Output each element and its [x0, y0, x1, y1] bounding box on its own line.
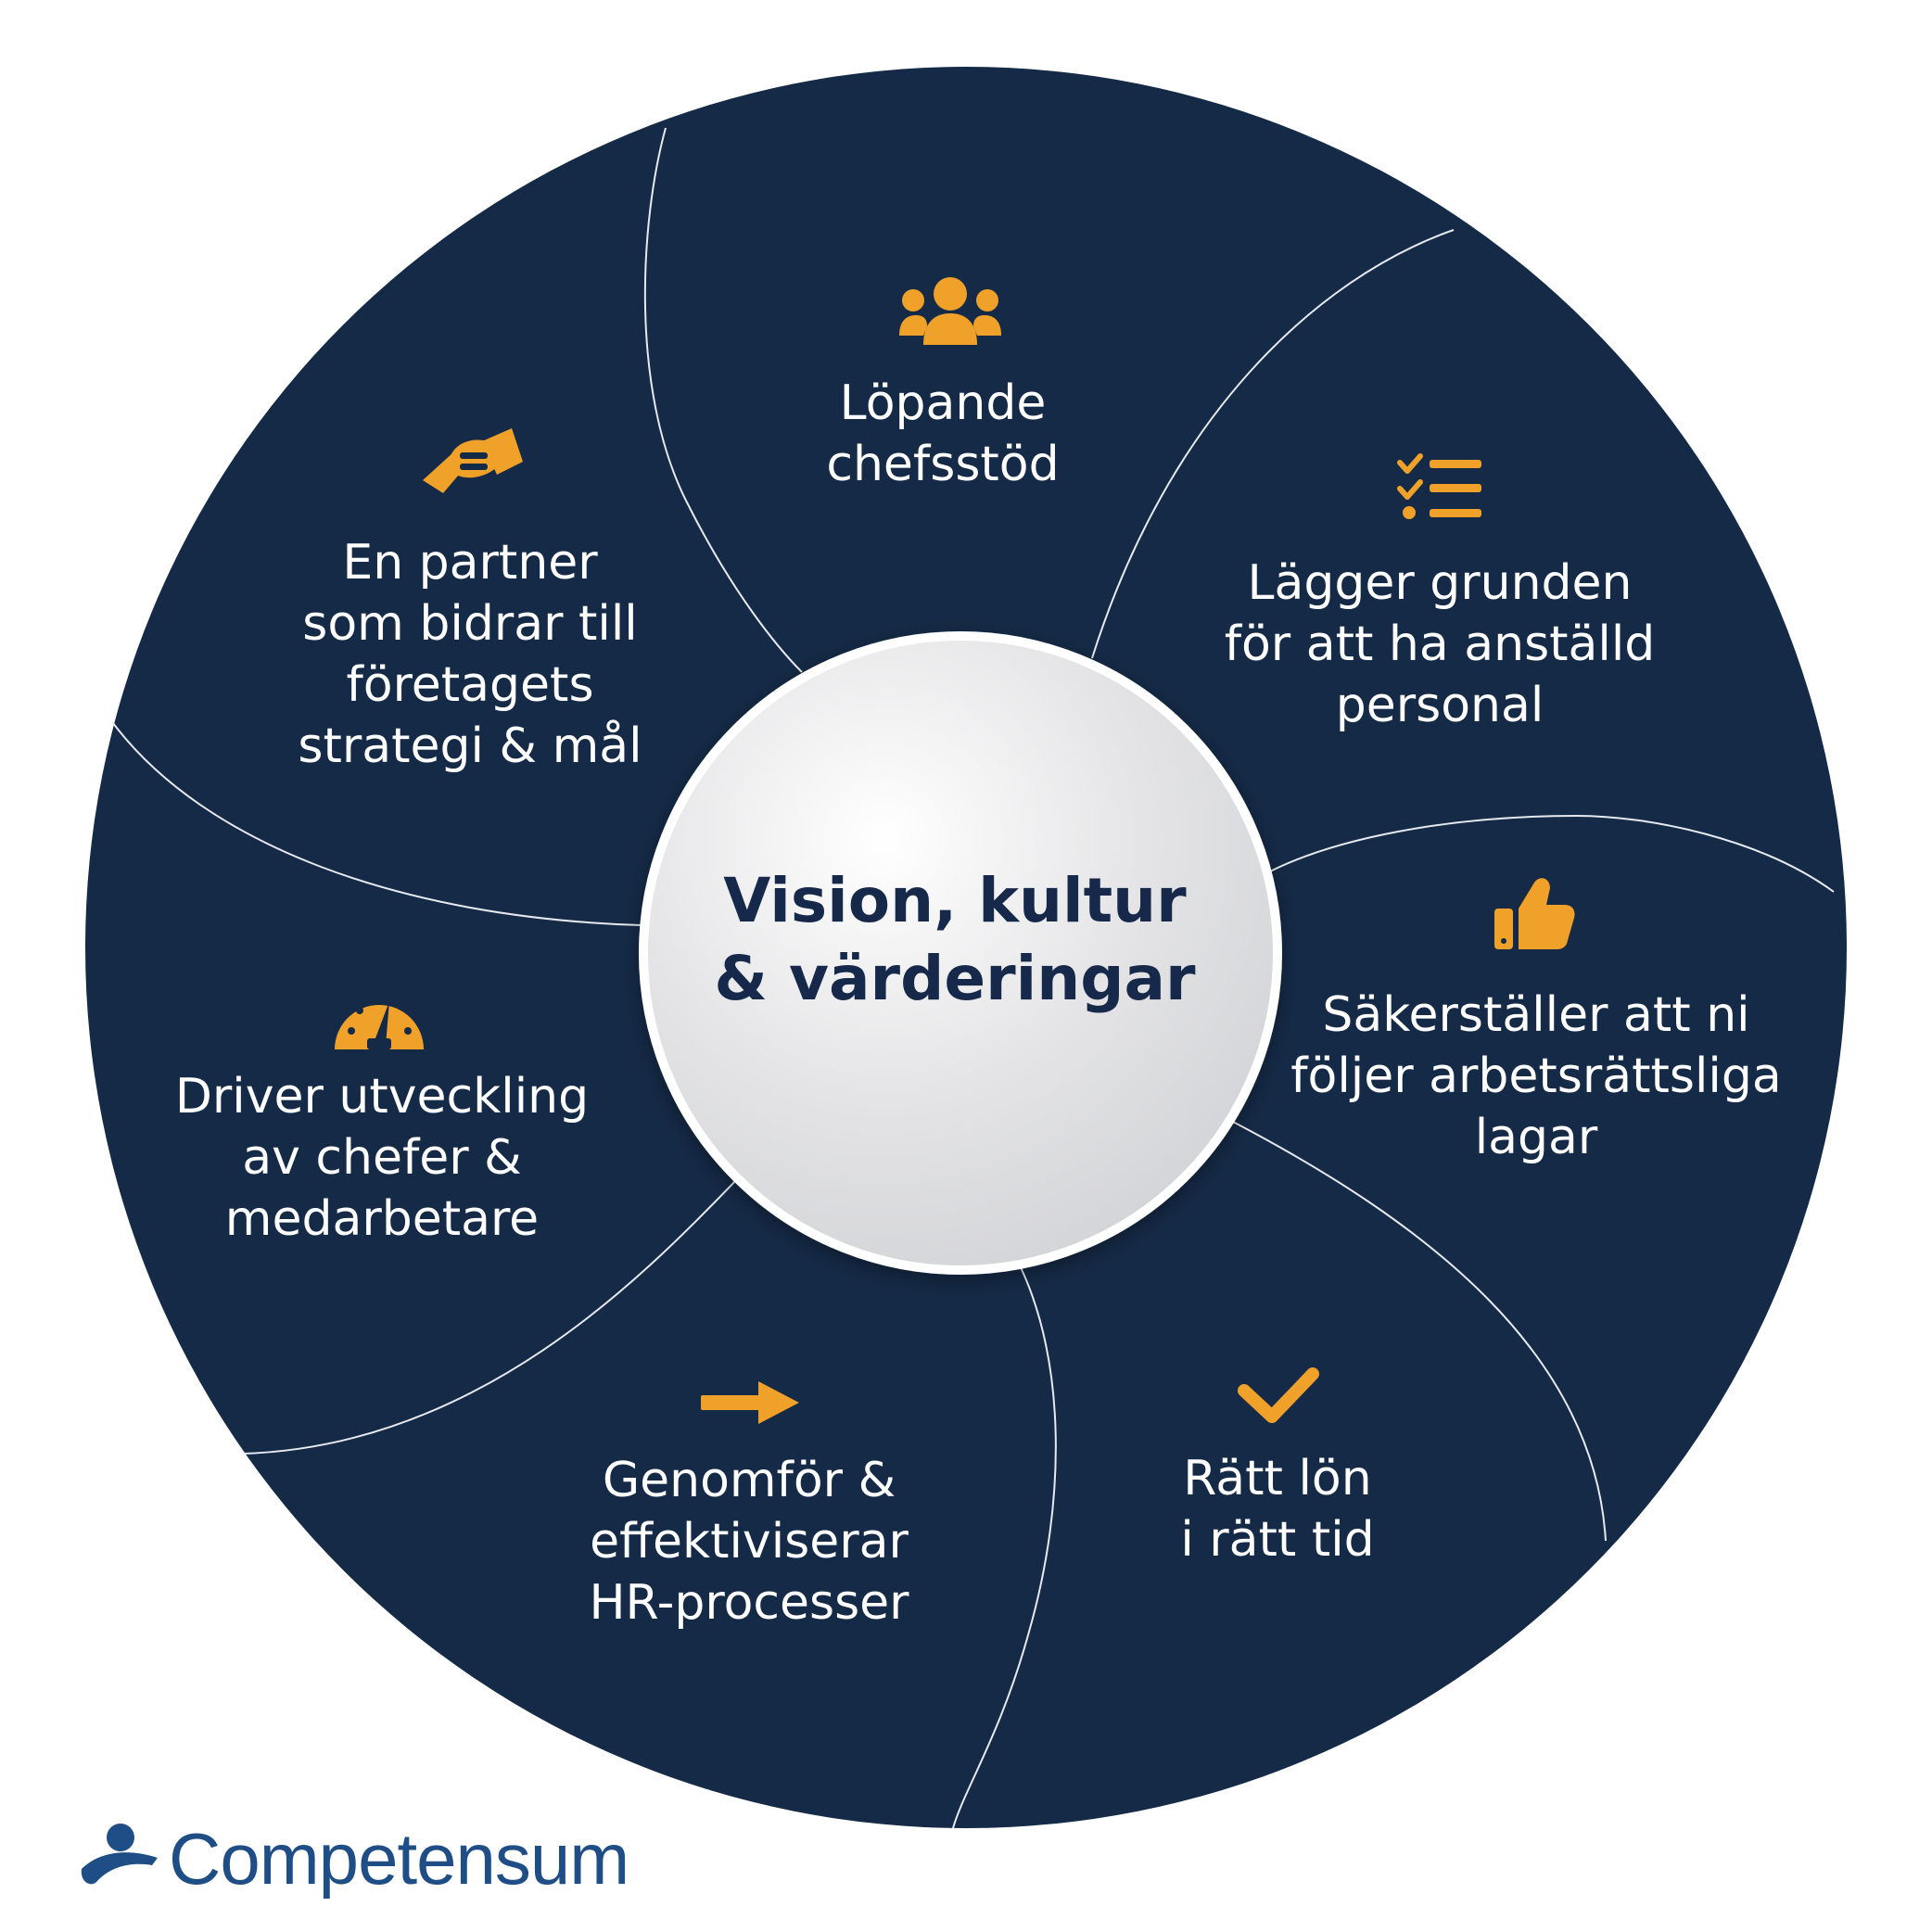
divider-top	[643, 127, 803, 673]
checkmark-icon	[1238, 1367, 1319, 1423]
arrow-right-icon	[701, 1381, 799, 1424]
center-circle	[639, 631, 1282, 1275]
segment-label-utveckling: Driver utveckling av chefer & medarbetar…	[174, 1069, 590, 1247]
thumbs-up-icon	[1494, 878, 1575, 949]
speedometer-icon	[335, 994, 424, 1049]
segment-label-lon: Rätt lön i rätt tid	[1180, 1451, 1375, 1568]
center-title-line-2: & värderingar	[714, 943, 1196, 1014]
segment-dividers	[112, 127, 1835, 1829]
handshake-icon	[423, 428, 523, 493]
divider-bottom	[952, 1265, 1057, 1829]
divider-right	[1269, 814, 1835, 893]
competensum-logo-mark	[81, 1824, 158, 1885]
divider-bottom-left	[242, 1178, 738, 1455]
center-title: Vision, kultur & värderingar	[714, 862, 1195, 1018]
divider-left	[112, 722, 642, 926]
people-group-icon	[899, 277, 1001, 345]
segment-label-arbetsratt: Säkerställer att ni följer arbetsrättsli…	[1290, 987, 1782, 1165]
segment-label-partner: En partner som bidrar till företagets st…	[298, 535, 642, 774]
center-title-line-1: Vision, kultur	[723, 865, 1187, 936]
checklist-icon	[1397, 453, 1481, 519]
segment-label-hrprocesser: Genomför & effektiviserar HR-processer	[589, 1453, 909, 1631]
divider-bottom-right	[1232, 1121, 1607, 1542]
competensum-logo-text: Competensum	[169, 1818, 629, 1900]
segment-label-chefsstod: Löpande chefsstöd	[826, 375, 1060, 492]
divider-top-right	[1091, 229, 1455, 659]
segment-label-grunden: Lägger grunden för att ha anställd perso…	[1224, 555, 1656, 733]
